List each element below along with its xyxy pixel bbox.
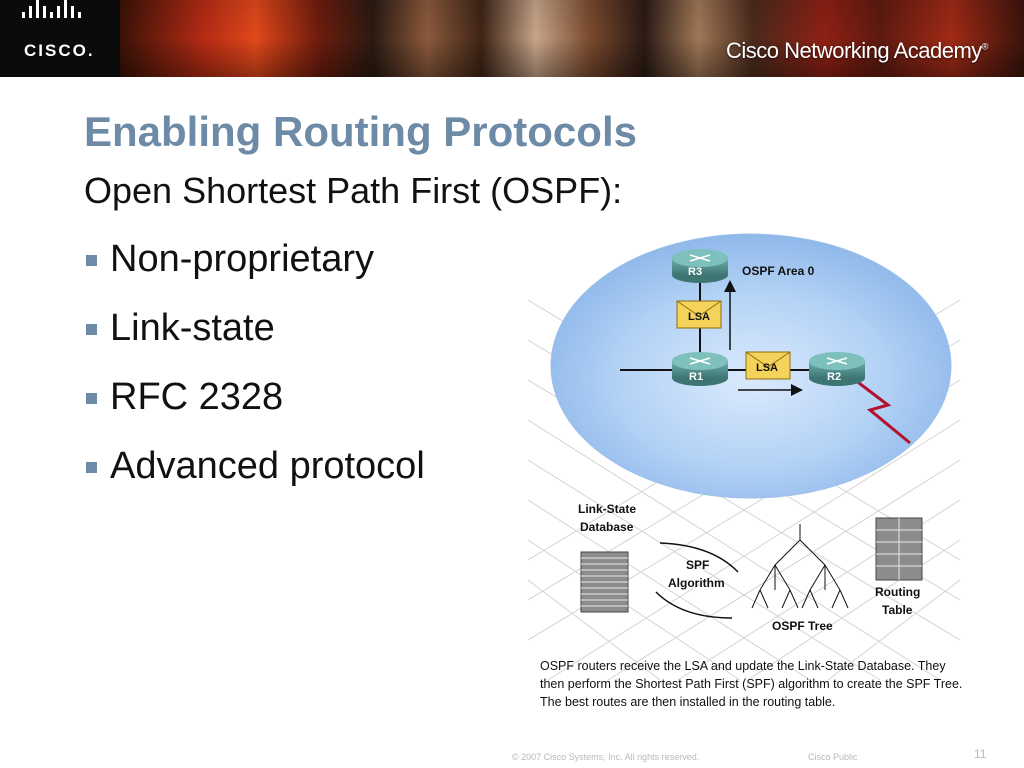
bullet-text: Non-proprietary xyxy=(110,238,374,280)
bullet-square-icon xyxy=(86,462,97,473)
cisco-logo-text: CISCO. xyxy=(24,41,95,60)
router-icon: R1 xyxy=(672,352,728,386)
slide-title: Enabling Routing Protocols xyxy=(84,108,637,155)
router-icon: R2 xyxy=(809,352,865,386)
bullet-text: Advanced protocol xyxy=(110,445,425,487)
spf-label: Algorithm xyxy=(668,576,725,590)
academy-text: Cisco Networking Academy xyxy=(726,38,982,63)
svg-text:R3: R3 xyxy=(688,266,702,278)
svg-text:LSA: LSA xyxy=(756,362,778,374)
svg-text:R1: R1 xyxy=(689,371,703,383)
ospf-diagram: OSPF Area 0 R3 R1 R2 LSA LSA xyxy=(528,233,961,681)
registered-mark: ® xyxy=(981,41,989,52)
area-label: OSPF Area 0 xyxy=(742,264,815,278)
figure-caption: OSPF routers receive the LSA and update … xyxy=(540,659,963,709)
database-stack-icon xyxy=(580,551,629,613)
spf-tree-icon xyxy=(751,524,849,609)
bullet-item: Non-proprietary xyxy=(84,238,425,307)
cisco-logo: CISCO. xyxy=(0,0,120,77)
bullet-square-icon xyxy=(86,393,97,404)
lsdb-label: Link-State xyxy=(578,502,636,516)
bullet-square-icon xyxy=(86,324,97,335)
routing-table-icon xyxy=(875,517,923,581)
lsa-envelope-icon: LSA xyxy=(745,351,791,380)
slide-subtitle: Open Shortest Path First (OSPF): xyxy=(84,170,623,211)
header-photo-strip xyxy=(120,0,1024,77)
spf-arc-bottom xyxy=(655,591,733,619)
bullet-list: Non-proprietary Link-state RFC 2328 Adva… xyxy=(84,238,425,514)
routing-table-label: Table xyxy=(882,603,913,617)
svg-text:R2: R2 xyxy=(827,371,841,383)
tree-label: OSPF Tree xyxy=(772,619,833,633)
bullet-item: Link-state xyxy=(84,307,425,376)
lsdb-label: Database xyxy=(580,520,634,534)
copyright-text: © 2007 Cisco Systems, Inc. All rights re… xyxy=(512,752,700,762)
lsa-envelope-icon: LSA xyxy=(676,300,722,329)
bullet-item: RFC 2328 xyxy=(84,376,425,445)
bullet-item: Advanced protocol xyxy=(84,445,425,514)
bullet-text: RFC 2328 xyxy=(110,376,284,418)
routing-table-label: Routing xyxy=(875,585,920,599)
bullet-square-icon xyxy=(86,255,97,266)
svg-text:LSA: LSA xyxy=(688,311,710,323)
classification-text: Cisco Public xyxy=(808,752,858,762)
spf-arc-top xyxy=(659,542,739,573)
wan-link-zigzag xyxy=(854,378,911,445)
bullet-text: Link-state xyxy=(110,307,275,349)
header-banner: CISCO. Cisco Networking Academy® xyxy=(0,0,1024,77)
spf-label: SPF xyxy=(686,558,709,572)
router-icon: R3 xyxy=(672,249,728,283)
networking-academy-title: Cisco Networking Academy® xyxy=(726,38,988,64)
page-number: 11 xyxy=(974,747,987,761)
